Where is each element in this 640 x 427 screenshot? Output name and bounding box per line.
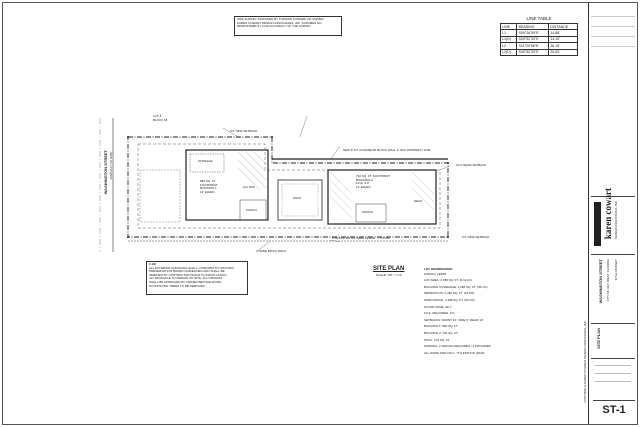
sheet-info-box: [591, 358, 635, 399]
footprint-2-line: BUILDING 2: [356, 177, 373, 182]
building-2-outline: [327, 169, 437, 225]
footprint-2-line: F.F.E. 9.0': [356, 181, 370, 186]
table-cell: 25.00': [548, 48, 578, 56]
setback-line: [137, 143, 441, 229]
rear-setback-label: 10.0' REAR SETBACK: [456, 163, 487, 167]
walk-label: 4' WIDE BRICK WALK: [256, 249, 287, 253]
pool-outline: [277, 179, 323, 221]
right-note-line: ZONING: HMDR: [424, 271, 447, 276]
fence-label: 6' BLACK METAL WIRE FENCE - TYPICAL: [332, 236, 391, 240]
building-2-hatch: [329, 171, 435, 219]
lot-number: LOT 8: [153, 114, 162, 118]
right-note-line: F.F.E. REQUIRED: 9.0': [424, 311, 455, 316]
right-notes: LOT INFORMATION: ZONING: HMDR LOT AREA: …: [424, 267, 514, 355]
firm-sub: DESIGN ASSOCIATES, INC.: [614, 200, 618, 239]
table-cell: L2(D): [499, 48, 518, 56]
side-setback-left-label: 5.0' SIDE SETBACK: [230, 129, 258, 133]
footprint-1-line: BUILDING 1: [200, 186, 217, 191]
right-note-line: OPEN SPACE: 2,398 SQ. FT. (50.1%): [424, 297, 475, 302]
right-note-line: BUILDING 1: 890 SQ. FT.: [424, 324, 459, 329]
parking-area: [139, 169, 181, 223]
lot-label: LOT 8 BLOCK 18: [153, 114, 168, 122]
title-block: karen cowart DESIGN ASSOCIATES, INC. WAS…: [588, 2, 639, 425]
project-info: WASHINGTON STREET CITY OF KEY WEST, FLOR…: [591, 254, 635, 324]
right-note-line: FLOOD ZONE: AE 7: [424, 304, 452, 309]
line-table: LINE TABLE LINE BEARING DISTANCE L1 S09°…: [499, 16, 578, 56]
pool-label: POOL: [293, 196, 302, 200]
sheet-number: ST-1: [593, 400, 635, 416]
side-setback-right-label: 5.0' SIDE SETBACK: [462, 235, 490, 239]
porch-2-outline: [355, 203, 387, 223]
right-note-line: IMPERVIOUS: 2,390 SQ. FT. (49.9%): [424, 291, 475, 296]
line-table-grid: LINE BEARING DISTANCE L1 S09°26'59"E 14.…: [499, 22, 578, 56]
left-note-line: PRESERVATION BOARD GUIDELINES AND SHALL …: [149, 269, 225, 274]
leader-lines: [222, 115, 451, 252]
footprint-1-line: 890 SQ. FT.: [200, 179, 217, 183]
left-note-line: NO EXISTING TREES TO BE REMOVED: [149, 283, 205, 288]
building-1-hatch: [237, 151, 267, 191]
street-sub-label: (ASPHALT, 50' R/W): [109, 152, 113, 180]
footprint-2-line: 792 SQ. FT. FOOTPRINT: [356, 174, 391, 178]
left-note-line: ALL EXTERIOR SURFACES SHALL CONFORM TO H…: [149, 265, 234, 270]
block-number: BLOCK 18: [153, 117, 168, 122]
right-note-line: BUILDING 2: 792 SQ. FT.: [424, 330, 459, 335]
porch-1-outline: [239, 199, 267, 221]
site-plan-title: SITE PLAN: [373, 266, 405, 272]
project-line: WASHINGTON STREET: [598, 259, 603, 304]
storage-label: STORAGE: [198, 159, 213, 163]
table-row: L2(D) S09°52'30"E 25.00': [499, 48, 578, 56]
survey-note: SITE SURVEY PROVIDED BY TOWARD COWARD OF…: [234, 16, 342, 36]
right-notes-header: LOT INFORMATION:: [424, 267, 453, 271]
right-note-line: SETBACKS: FRONT 10', SIDE 5', REAR 10': [424, 317, 484, 322]
ac-pad-label: A/C PAD: [243, 185, 255, 189]
footprint-1-line: 12' EAVES: [200, 189, 215, 194]
street-label: WASHINGTON STREET: [103, 150, 108, 195]
porch-2-label: PORCH: [362, 210, 373, 214]
right-note-line: BUILDING COVERAGE: 1,682 SQ. FT. (35.1%): [424, 284, 488, 289]
concrete-wall-label: NEW 8' HT. CONCRETE BLOCK WALL 4' OFF PR…: [343, 148, 431, 152]
left-notes-header: # 1/8: [149, 262, 156, 266]
right-note-line: PARKING: 2 SPACES REQUIRED / 2 PROVIDED: [424, 344, 491, 349]
building-1-footprint: 890 SQ. FT. FOOTPRINT BUILDING 1 12' EAV…: [200, 179, 218, 194]
survey-points: [127, 136, 449, 238]
revision-area: [591, 6, 635, 197]
firm-logo-mark: [594, 202, 601, 246]
right-note-line: ALL WORK PER F.B.C. 7TH EDITION (2020): [424, 350, 485, 355]
drawing-title: SITE PLAN: [596, 328, 601, 349]
porch-1-label: PORCH: [246, 208, 257, 212]
table-cell: S09°52'30"E: [516, 48, 550, 56]
footprint-1-line: FOOTPRINT: [200, 182, 218, 187]
building-2-footprint: 792 SQ. FT. FOOTPRINT BUILDING 2 F.F.E. …: [356, 174, 391, 189]
copyright-note: COPYRIGHT KAREN COWART DESIGN ASSOCIATES…: [583, 320, 587, 403]
right-note-line: POOL: 270 SQ. FT.: [424, 337, 451, 342]
left-note-line: SHALL BE APPROVED BY OWNER BEFORE WORK.: [149, 279, 222, 284]
survey-note-line: KAREN COWART DESIGN ASSOCIATES, INC. ASS…: [237, 20, 322, 25]
survey-note-line: RESPONSIBILITY FOR ACCURACY OF THE SURVE…: [237, 24, 312, 29]
site-plan-scale: SCALE: 1/8" = 1'-0": [376, 273, 403, 277]
pool-coping: [281, 183, 319, 217]
right-note-line: LOT AREA: 4,788 SQ. FT. (0.11 AC): [424, 278, 473, 283]
left-note-line: ALL DRAINAGE TO REMAIN ON SITE. ALL GRAD…: [149, 276, 223, 281]
building-1-storage: [189, 153, 225, 173]
project-line: KYLE MANSEY: [614, 259, 618, 281]
firm-name: karen cowart: [603, 188, 613, 240]
footprint-2-line: 12' EAVES: [356, 184, 371, 189]
left-note-line: VERIFIED BY CONTRACTOR PRIOR TO INSTALLA…: [149, 272, 227, 277]
project-line: CITY OF KEY WEST, FLORIDA: [606, 259, 610, 302]
left-notes-box: # 1/8 ALL EXTERIOR SURFACES SHALL CONFOR…: [146, 261, 248, 295]
building-1-outline: [185, 149, 269, 221]
site-plan-drawing: [99, 115, 451, 252]
survey-note-line: SITE SURVEY PROVIDED BY TOWARD COWARD OF…: [237, 17, 324, 21]
deck-label: DECK: [414, 199, 423, 203]
line-table-title: LINE TABLE: [526, 16, 552, 21]
